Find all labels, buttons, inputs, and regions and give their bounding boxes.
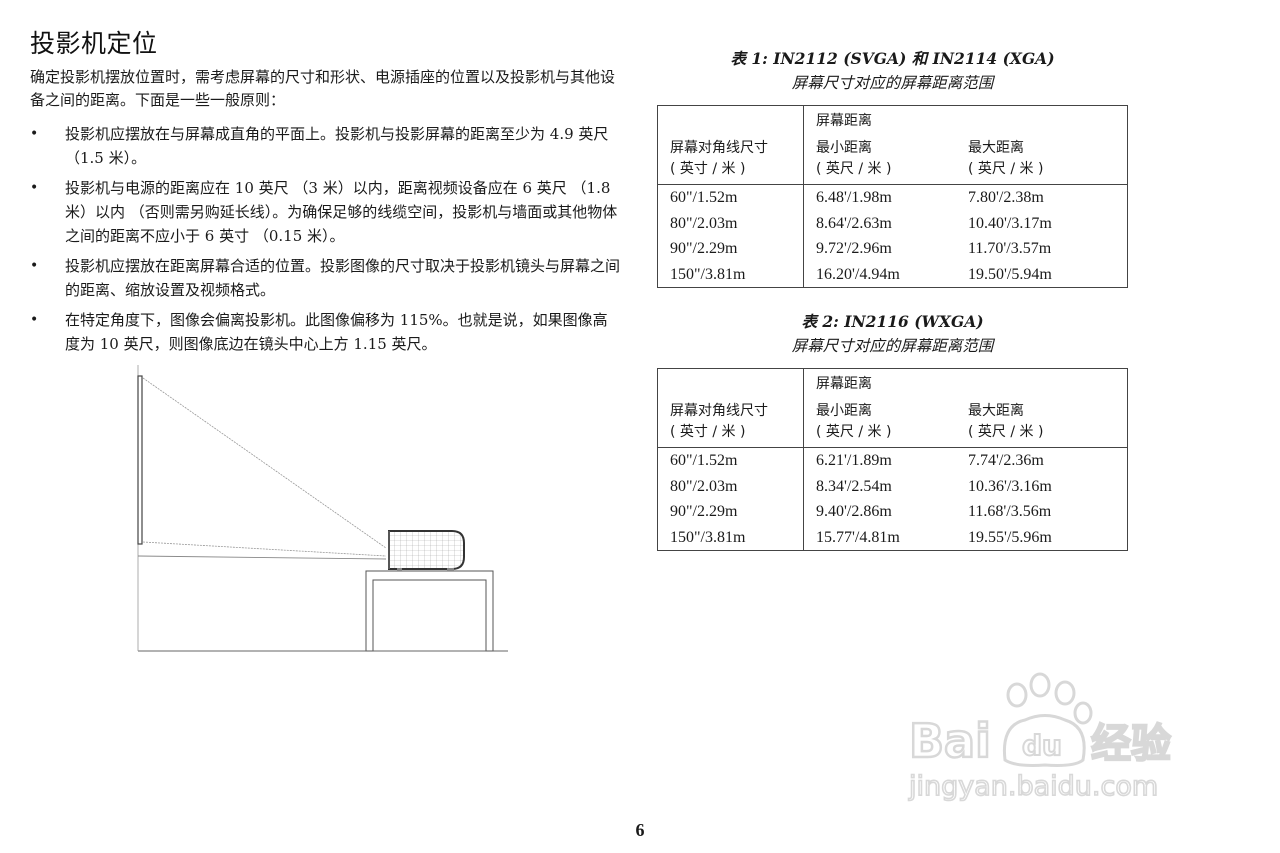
table-2-caption-subtitle: 屏幕尺寸对应的屏幕距离范围 — [791, 337, 994, 355]
cell-diagonal: 80"/2.03m — [670, 477, 738, 495]
cell-max: 7.80'/2.38m — [968, 189, 1044, 206]
beam-bottom-line — [142, 541, 387, 557]
table-row: 150"/3.81m 15.77'/4.81m 19.55'/5.96m — [658, 524, 1128, 551]
bullet-icon: • — [30, 312, 39, 328]
table-row: 90"/2.29m 9.72'/2.96m 11.70'/3.57m — [658, 236, 1128, 262]
guideline-text: 投影机应摆放在距离屏幕合适的位置。投影图像的尺寸取决于投影机镜头与屏幕之间的距离… — [65, 257, 621, 299]
guideline-item: • 投影机应摆放在距离屏幕合适的位置。投影图像的尺寸取决于投影机镜头与屏幕之间的… — [30, 254, 620, 302]
watermark-url: jingyan.baidu.com — [908, 771, 1158, 802]
cell-max: 10.40'/3.17m — [968, 214, 1052, 232]
header-max-label: 最大距离 — [968, 403, 1024, 419]
guideline-item: • 投影机与电源的距离应在 10 英尺 （3 米）以内，距离视频设备应在 6 英… — [30, 176, 620, 248]
guideline-text: 投影机与电源的距离应在 10 英尺 （3 米）以内，距离视频设备应在 6 英尺 … — [65, 179, 618, 245]
cell-max: 11.70'/3.57m — [968, 240, 1052, 257]
group-header-screen-distance: 屏幕距离 — [803, 105, 1128, 138]
header-max-distance: 最大距离 ( 英尺 / 米 ) — [956, 401, 1128, 448]
cell-diagonal: 150"/3.81m — [670, 265, 746, 283]
guideline-list: • 投影机应摆放在与屏幕成直角的平面上。投影机与投影屏幕的距离至少为 4.9 英… — [30, 122, 620, 362]
baidu-jingyan-watermark: Bai du 经验 jingyan.baidu.com — [907, 672, 1172, 803]
cell-min: 9.40'/2.86m — [803, 499, 956, 525]
cell-min: 6.21'/1.89m — [803, 447, 956, 474]
table-row: 60"/1.52m 6.48'/1.98m 7.80'/2.38m — [658, 184, 1128, 211]
table-1: 表 1: IN2112 (SVGA) 和 IN2114 (XGA) 屏幕尺寸对应… — [657, 46, 1128, 288]
header-diagonal-label: 屏幕对角线尺寸 — [670, 403, 768, 419]
header-max-distance: 最大距离 ( 英尺 / 米 ) — [956, 138, 1128, 185]
header-diagonal-unit: ( 英寸 / 米 ) — [670, 161, 746, 177]
empty-header-cell — [658, 106, 804, 139]
cell-diagonal: 150"/3.81m — [670, 528, 746, 546]
header-diagonal-unit: ( 英寸 / 米 ) — [670, 424, 746, 440]
table-row: 90"/2.29m 9.40'/2.86m 11.68'/3.56m — [658, 499, 1128, 525]
table-row: 150"/3.81m 16.20'/4.94m 19.50'/5.94m — [658, 261, 1128, 288]
page-number: 6 — [635, 820, 645, 840]
header-min-distance: 最小距离 ( 英尺 / 米 ) — [803, 138, 956, 185]
table-2-grid: 屏幕距离 屏幕对角线尺寸 ( 英寸 / 米 ) 最小距离 ( 英尺 / 米 ) … — [657, 368, 1128, 551]
table-2-caption-title: 表 2: IN2116 (WXGA) — [801, 312, 984, 331]
cell-min: 8.64'/2.63m — [803, 210, 956, 236]
cell-diagonal: 60"/1.52m — [670, 189, 738, 206]
cell-min: 8.34'/2.54m — [803, 473, 956, 499]
table-1-caption-subtitle: 屏幕尺寸对应的屏幕距离范围 — [791, 74, 994, 92]
watermark-brand-left: Bai — [909, 714, 991, 768]
header-min-distance: 最小距离 ( 英尺 / 米 ) — [803, 401, 956, 448]
cell-diagonal: 60"/1.52m — [670, 452, 738, 469]
cell-diagonal: 80"/2.03m — [670, 214, 738, 232]
cell-max: 19.55'/5.96m — [968, 528, 1052, 546]
cell-min: 9.72'/2.96m — [803, 236, 956, 262]
table-1-caption: 表 1: IN2112 (SVGA) 和 IN2114 (XGA) 屏幕尺寸对应… — [657, 46, 1128, 96]
page-title: 投影机定位 — [30, 29, 158, 58]
header-min-unit: ( 英尺 / 米 ) — [816, 161, 892, 177]
guideline-item: • 在特定角度下，图像会偏离投影机。此图像偏移为 115%。也就是说，如果图像高… — [30, 308, 620, 356]
guideline-text: 投影机应摆放在与屏幕成直角的平面上。投影机与投影屏幕的距离至少为 4.9 英尺 … — [65, 125, 609, 167]
bullet-icon: • — [30, 258, 39, 274]
header-diagonal: 屏幕对角线尺寸 ( 英寸 / 米 ) — [657, 401, 804, 448]
header-min-label: 最小距离 — [816, 140, 872, 156]
watermark-brand-paw: du — [1022, 729, 1062, 762]
table-drawing — [365, 570, 494, 652]
table-2: 表 2: IN2116 (WXGA) 屏幕尺寸对应的屏幕距离范围 屏幕距离 屏幕… — [657, 309, 1128, 551]
cell-max: 19.50'/5.94m — [968, 265, 1052, 283]
lens-axis-line — [137, 555, 387, 560]
projector-icon — [388, 530, 465, 571]
header-max-unit: ( 英尺 / 米 ) — [968, 424, 1044, 440]
cell-min: 15.77'/4.81m — [803, 524, 956, 551]
cell-max: 11.68'/3.56m — [968, 503, 1052, 520]
guideline-item: • 投影机应摆放在与屏幕成直角的平面上。投影机与投影屏幕的距离至少为 4.9 英… — [30, 122, 620, 170]
cell-diagonal: 90"/2.29m — [670, 240, 738, 257]
projector-placement-diagram — [137, 365, 508, 652]
header-min-unit: ( 英尺 / 米 ) — [816, 424, 892, 440]
guideline-text: 在特定角度下，图像会偏离投影机。此图像偏移为 115%。也就是说，如果图像高度为… — [65, 311, 608, 353]
bullet-icon: • — [30, 126, 39, 142]
intro-paragraph: 确定投影机摆放位置时，需考虑屏幕的尺寸和形状、电源插座的位置以及投影机与其他设备… — [30, 68, 616, 109]
table-row: 60"/1.52m 6.21'/1.89m 7.74'/2.36m — [658, 447, 1128, 474]
projection-screen — [137, 375, 143, 545]
cell-max: 10.36'/3.16m — [968, 477, 1052, 495]
cell-min: 6.48'/1.98m — [803, 184, 956, 211]
header-min-label: 最小距离 — [816, 403, 872, 419]
table-1-caption-title: 表 1: IN2112 (SVGA) 和 IN2114 (XGA) — [730, 49, 1055, 68]
header-diagonal-label: 屏幕对角线尺寸 — [670, 140, 768, 156]
beam-top-line — [142, 377, 387, 549]
cell-diagonal: 90"/2.29m — [670, 503, 738, 520]
paw-icon — [1006, 682, 1028, 708]
header-max-label: 最大距离 — [968, 140, 1024, 156]
table-2-caption: 表 2: IN2116 (WXGA) 屏幕尺寸对应的屏幕距离范围 — [657, 309, 1128, 359]
empty-header-cell — [658, 369, 804, 402]
table-row: 80"/2.03m 8.34'/2.54m 10.36'/3.16m — [658, 473, 1128, 499]
bullet-icon: • — [30, 180, 39, 196]
table-row: 80"/2.03m 8.64'/2.63m 10.40'/3.17m — [658, 210, 1128, 236]
watermark-brand-right: 经验 — [1091, 721, 1171, 767]
table-1-grid: 屏幕距离 屏幕对角线尺寸 ( 英寸 / 米 ) 最小距离 ( 英尺 / 米 ) … — [657, 105, 1128, 288]
cell-max: 7.74'/2.36m — [968, 452, 1044, 469]
header-diagonal: 屏幕对角线尺寸 ( 英寸 / 米 ) — [657, 138, 804, 185]
header-max-unit: ( 英尺 / 米 ) — [968, 161, 1044, 177]
cell-min: 16.20'/4.94m — [803, 261, 956, 288]
group-header-screen-distance: 屏幕距离 — [803, 368, 1128, 401]
